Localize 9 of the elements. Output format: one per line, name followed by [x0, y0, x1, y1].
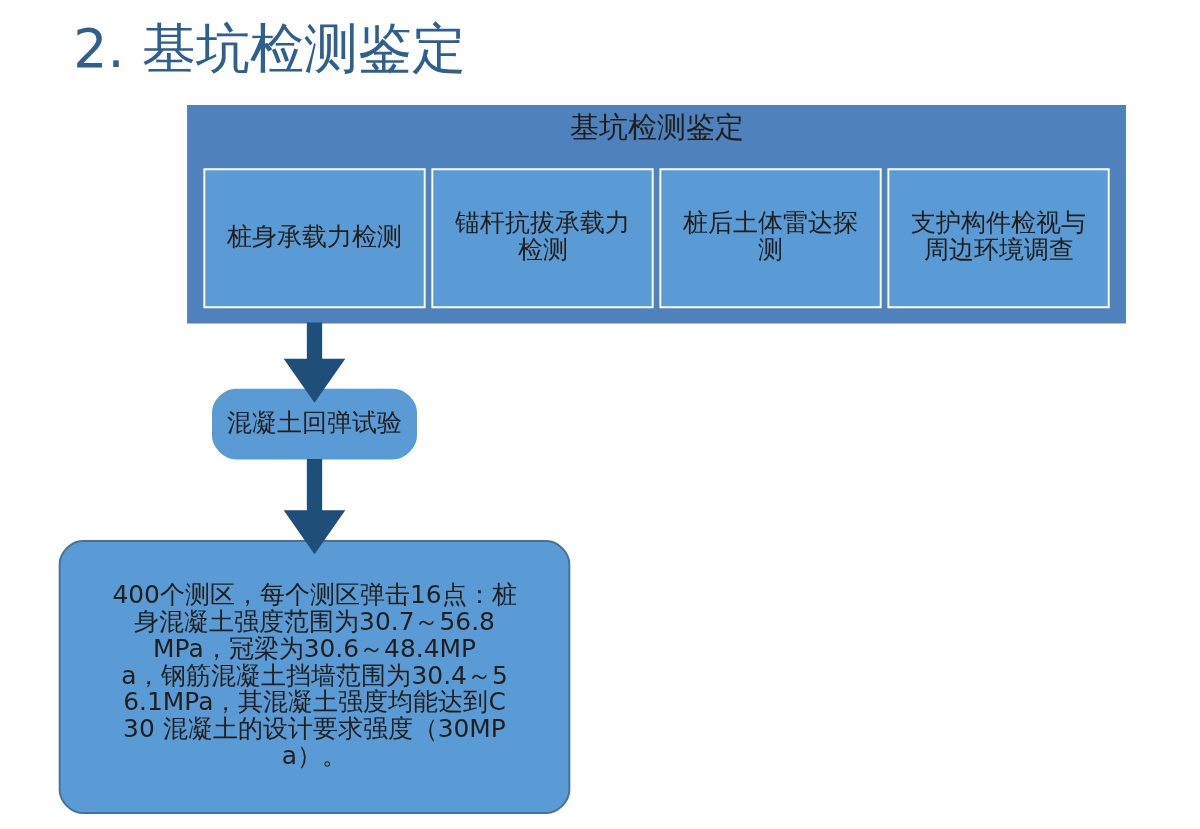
node-box: 混凝土回弹试验 — [212, 388, 417, 460]
node-box: 支护构件检视与周边环境调查 — [887, 168, 1110, 309]
arrow — [283, 322, 346, 403]
node-box: 锚杆抗拔承载力检测 — [431, 168, 654, 309]
node-box: 桩身承载力检测 — [203, 168, 426, 309]
diagram-title: 2. 基坑检测鉴定 — [73, 16, 466, 80]
node-box: 400个测区，每个测区弹击16点：桩身混凝土强度范围为30.7～56.8MPa，冠梁为30.6～48.4MPa，钢筋混凝土挡墙范围为30.4～56.1MPa，其混凝土强度均能达到C30 混凝土的设计要求强度（30MPa）。 — [58, 540, 571, 814]
node-box: 桩后土体雷达探测 — [659, 168, 882, 309]
arrow — [283, 459, 346, 555]
